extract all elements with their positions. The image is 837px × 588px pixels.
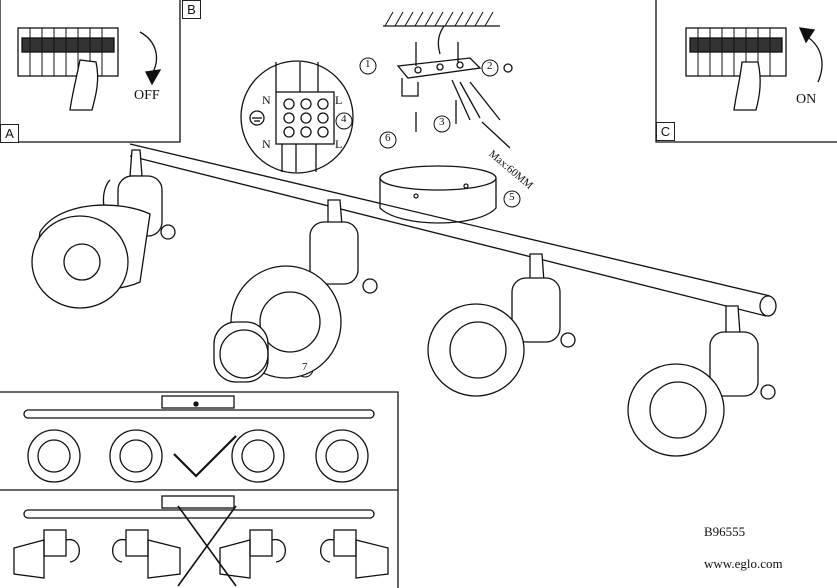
step-3-label: 3 xyxy=(439,116,445,128)
light-bar xyxy=(129,143,777,317)
panel-a-letter: A xyxy=(0,124,19,143)
panel-a-switch-off xyxy=(0,0,181,143)
terminal-label-l-bottom: L xyxy=(335,137,343,151)
canopy xyxy=(379,165,497,224)
earth-icon xyxy=(249,110,265,126)
spot-head-1 xyxy=(31,149,176,309)
off-label: OFF xyxy=(134,88,160,103)
spot-head-3 xyxy=(427,253,576,397)
step-4-label: 4 xyxy=(341,113,347,125)
mounting-bracket xyxy=(396,25,513,149)
on-arrow-icon xyxy=(805,35,823,83)
step-6-label: 6 xyxy=(385,132,391,144)
spot-head-2 xyxy=(213,199,378,383)
cross-icon xyxy=(177,505,237,587)
dimension-line xyxy=(481,121,511,149)
model-number: B96555 xyxy=(704,524,746,539)
step-5-label: 5 xyxy=(509,191,515,203)
ceiling-hatch xyxy=(383,11,500,27)
check-icon xyxy=(173,435,237,478)
step-2-label: 2 xyxy=(487,60,493,72)
spot-head-4 xyxy=(627,305,776,457)
orientation-guide xyxy=(0,391,399,588)
terminal-label-n-bottom: N xyxy=(262,137,271,151)
panel-b-letter: B xyxy=(182,0,201,19)
terminal-block-detail xyxy=(240,60,354,174)
off-arrow-icon xyxy=(139,31,158,75)
panel-c-switch-on xyxy=(655,0,837,143)
step-7-label: 7 xyxy=(302,361,308,373)
website-link: www.eglo.com xyxy=(704,556,783,571)
panel-c-letter: C xyxy=(656,122,675,141)
step-1-label: 1 xyxy=(365,58,371,70)
terminal-label-n-top: N xyxy=(262,93,271,107)
on-label: ON xyxy=(796,92,817,107)
terminal-label-l-top: L xyxy=(335,93,343,107)
